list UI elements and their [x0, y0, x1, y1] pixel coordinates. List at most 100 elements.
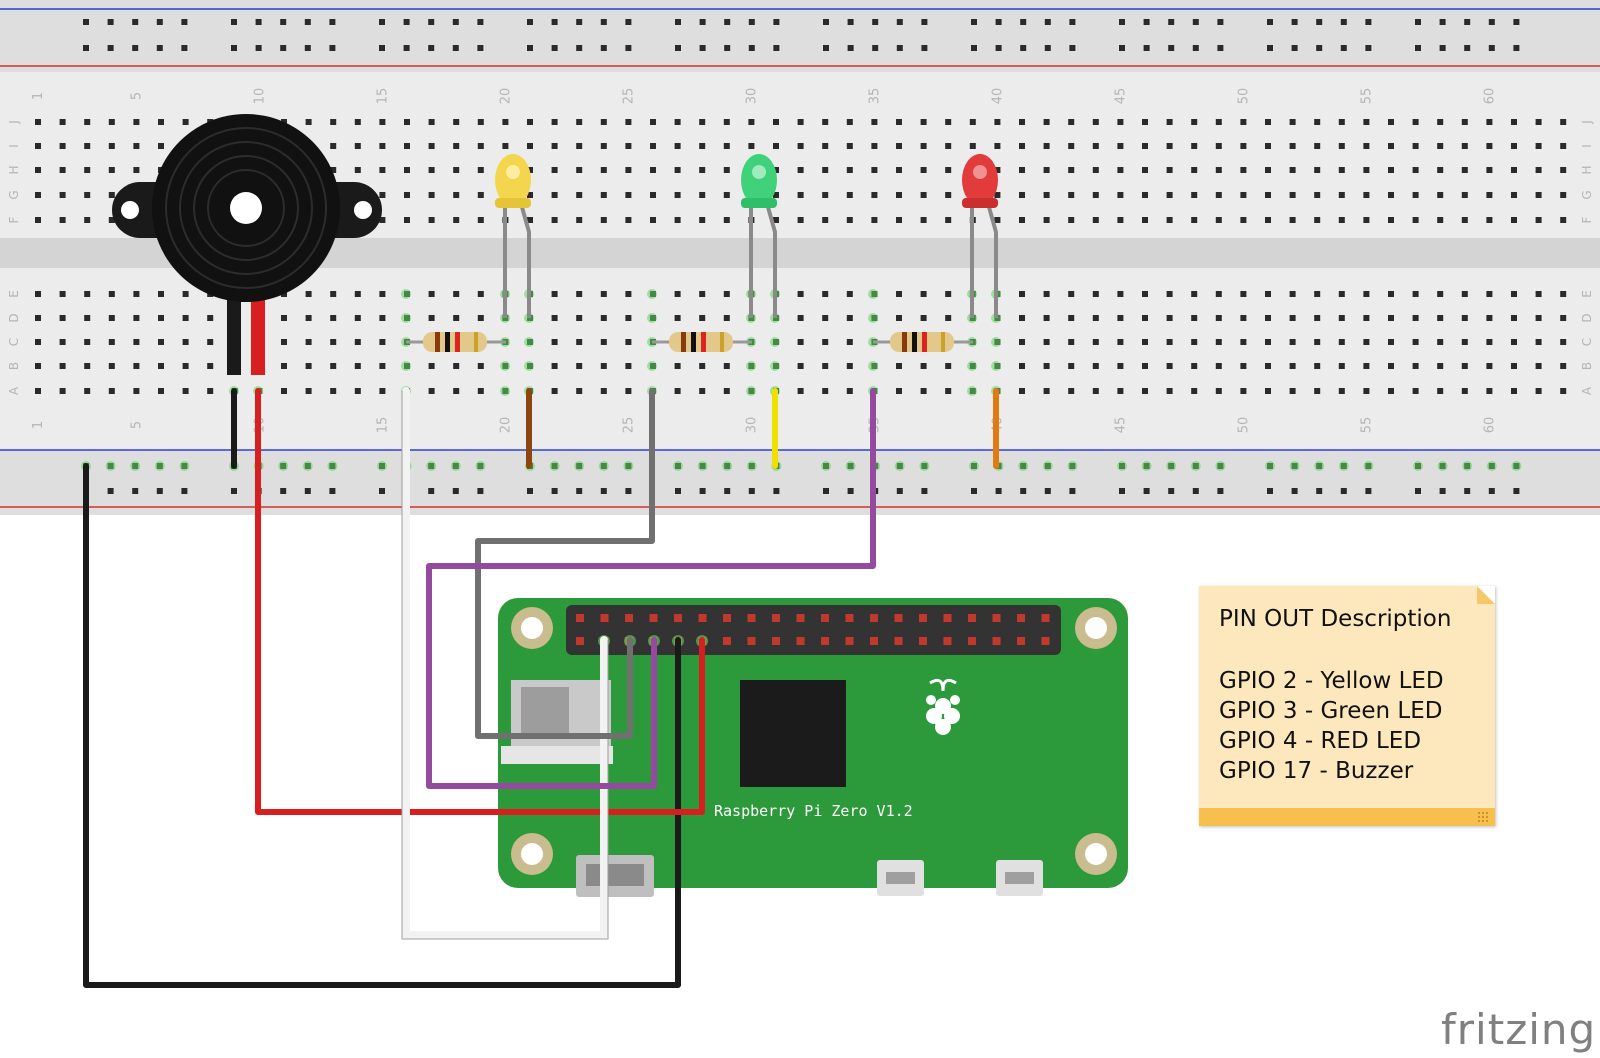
breadboard-hole	[1142, 339, 1148, 345]
wire-purple	[426, 388, 876, 789]
rail-hole	[872, 19, 879, 25]
note-lines: GPIO 2 - Yellow LED GPIO 3 - Green LED G…	[1219, 666, 1444, 786]
breadboard-hole	[969, 143, 976, 149]
rail-hole	[675, 19, 681, 25]
gpio-pin	[600, 614, 609, 622]
breadboard-hole	[1092, 291, 1099, 297]
breadboard-hole	[1142, 167, 1148, 173]
breadboard-hole	[846, 339, 853, 345]
breadboard-hole	[551, 363, 558, 369]
breadboard-hole	[453, 167, 460, 173]
rail-hole	[724, 45, 731, 51]
row-letter: H	[7, 165, 21, 174]
breadboard-hole	[207, 388, 214, 394]
breadboard-hole	[1215, 217, 1222, 223]
rail-hole	[1415, 45, 1421, 51]
breadboard-hole	[1191, 315, 1198, 321]
breadboard-hole	[35, 315, 41, 321]
gpio-pin	[1041, 637, 1050, 645]
breadboard-hole	[1289, 315, 1296, 321]
breadboard-hole	[1461, 363, 1468, 369]
breadboard-hole	[674, 143, 681, 149]
connected-hole	[401, 289, 411, 299]
breadboard-hole	[1117, 167, 1124, 173]
breadboard-hole	[108, 217, 115, 223]
breadboard-holes	[35, 19, 1567, 494]
breadboard-hole	[59, 192, 66, 198]
gpio-pin	[772, 637, 780, 645]
column-number: 1	[31, 421, 46, 429]
breadboard-hole	[896, 192, 902, 198]
connected-hole	[1437, 461, 1448, 471]
breadboard-hole	[600, 291, 607, 297]
breadboard-hole	[846, 143, 853, 149]
breadboard-hole	[1511, 143, 1517, 149]
breadboard-hole	[1560, 192, 1567, 198]
breadboard-hole	[625, 339, 632, 345]
breadboard-hole	[1019, 315, 1025, 321]
connected-hole	[475, 461, 486, 471]
rail-hole	[1192, 19, 1199, 25]
breadboard-hole	[1019, 291, 1025, 297]
rail-hole	[921, 45, 928, 51]
breadboard-hole	[1191, 143, 1198, 149]
rail-hole	[1488, 19, 1495, 25]
breadboard-hole	[1437, 119, 1444, 125]
rail-hole	[1488, 488, 1495, 494]
connected-hole	[894, 461, 905, 471]
connected-hole	[1462, 461, 1473, 471]
breadboard-hole	[1215, 339, 1222, 345]
rail-hole	[329, 19, 336, 25]
pinout-note: PIN OUT Description GPIO 2 - Yellow LED …	[1199, 586, 1495, 826]
connected-hole	[1413, 461, 1423, 471]
rail-hole	[1513, 19, 1520, 25]
gpio-header	[566, 605, 1061, 655]
breadboard-hole	[379, 192, 386, 198]
breadboard-hole	[822, 119, 829, 125]
breadboard-hole	[1412, 388, 1419, 394]
rail-hole	[231, 45, 237, 51]
connected-hole	[377, 461, 387, 471]
gpio-pin	[821, 637, 829, 645]
breadboard-hole	[1363, 315, 1370, 321]
gpio-pin	[870, 614, 878, 622]
breadboard-hole	[1215, 192, 1222, 198]
rail-hole	[576, 488, 583, 494]
rail-hole	[1217, 19, 1224, 25]
column-number: 5	[129, 92, 144, 100]
breadboard-hole	[1240, 167, 1247, 173]
column-number: 25	[621, 417, 636, 434]
breadboard-hole	[846, 388, 853, 394]
breadboard-hole	[1560, 315, 1567, 321]
note-line: GPIO 17 - Buzzer	[1219, 758, 1414, 784]
breadboard-hole	[1117, 119, 1124, 125]
rail-hole	[872, 45, 879, 51]
rail-hole	[1217, 45, 1224, 51]
connected-hole	[598, 461, 609, 471]
breadboard-hole	[35, 143, 41, 149]
breadboard-hole	[1289, 217, 1296, 223]
breadboard-hole	[453, 143, 460, 149]
breadboard-hole	[1142, 119, 1148, 125]
breadboard-hole	[625, 217, 632, 223]
breadboard-hole	[600, 388, 607, 394]
connected-hole	[845, 461, 856, 471]
breadboard-hole	[330, 388, 337, 394]
breadboard-hole	[1092, 315, 1099, 321]
breadboard-hole	[1560, 339, 1567, 345]
breadboard-hole	[1363, 192, 1370, 198]
breadboard-hole	[354, 339, 361, 345]
breadboard-hole	[1437, 143, 1444, 149]
column-number: 55	[1359, 88, 1374, 105]
gpio-pin	[845, 637, 854, 645]
rail-hole	[1464, 19, 1471, 25]
row-letter: F	[7, 216, 21, 223]
breadboard-hole	[281, 291, 287, 297]
breadboard-hole	[1461, 291, 1468, 297]
connected-hole	[130, 461, 141, 471]
breadboard-hole	[1363, 217, 1370, 223]
breadboard-hole	[379, 291, 386, 297]
rail-hole	[675, 45, 681, 51]
breadboard-hole	[428, 363, 435, 369]
breadboard-hole	[182, 363, 189, 369]
